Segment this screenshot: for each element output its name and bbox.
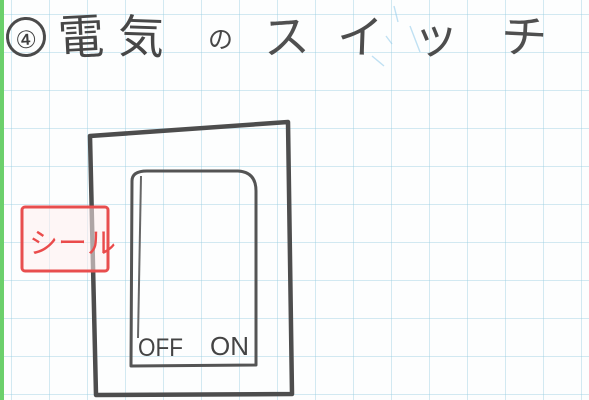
switch-off-label: OFF	[138, 334, 183, 362]
switch-on-label: ON	[210, 331, 249, 361]
erased-mark	[372, 6, 420, 66]
switch-inner-stroke	[138, 176, 141, 338]
switch-plate	[90, 122, 292, 395]
sticker-label: シール	[29, 226, 116, 260]
